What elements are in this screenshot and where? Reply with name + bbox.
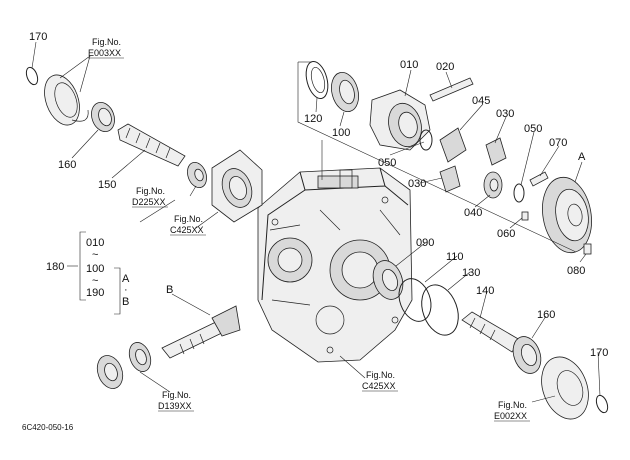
pin-070: [529, 171, 549, 187]
cover-e003: [44, 74, 89, 126]
fig-c425-upper-label: Fig.No.: [174, 214, 203, 224]
group-to: 190: [86, 287, 104, 299]
label-160-right: 160: [537, 309, 555, 321]
label-080: 080: [567, 265, 585, 277]
group-from: 010: [86, 237, 104, 249]
fig-d225-label: Fig.No.: [136, 186, 165, 196]
oring-110: [398, 278, 432, 322]
bevel-pinion-shaft-b: [161, 305, 241, 359]
bearing-090: [372, 260, 404, 300]
part-labels: 170 160 150 120 100 010 020 045 030 050 …: [29, 31, 608, 359]
gear-d225: [187, 162, 207, 188]
pin-020: [429, 77, 474, 102]
cover-e002: [541, 356, 589, 420]
gear-030-upper: [485, 137, 507, 166]
fig-e002-label: Fig.No.: [498, 400, 527, 410]
drawing-code: 6C420-050-16: [22, 423, 74, 432]
gear-030-lower: [439, 165, 461, 193]
fig-refs: Fig.No. E003XX Fig.No. D225XX Fig.No. C4…: [88, 37, 530, 422]
fig-c425-upper-code: C425XX: [170, 225, 204, 235]
label-050-right: 050: [524, 123, 542, 135]
label-020: 020: [436, 61, 454, 73]
shaft-140: [461, 311, 521, 353]
fig-e002-code: E002XX: [494, 411, 527, 421]
fig-e003-label: Fig.No.: [92, 37, 121, 47]
label-110: 110: [446, 251, 464, 263]
group-180: 180 010 ~ 100 ~ 190 A · B: [46, 237, 130, 308]
label-170-left: 170: [29, 31, 47, 43]
label-180: 180: [46, 261, 64, 273]
fig-d139-code: D139XX: [158, 401, 192, 411]
group-ref-a: A: [122, 273, 130, 285]
label-140: 140: [476, 285, 494, 297]
fig-c425-lower-label: Fig.No.: [366, 370, 395, 380]
fig-e003-code: E003XX: [88, 48, 121, 58]
label-130: 130: [462, 267, 480, 279]
bearing-holder-c425: [211, 149, 263, 223]
label-060: 060: [497, 228, 515, 240]
bolt-060: [521, 211, 529, 221]
label-ref-b-shaft: B: [166, 284, 173, 296]
bearing-d139: [96, 342, 152, 389]
label-ref-a-gear: A: [578, 151, 586, 163]
fig-d139-label: Fig.No.: [162, 390, 191, 400]
label-030-lower: 030: [408, 178, 426, 190]
label-045: 045: [472, 95, 490, 107]
group-ref-b: B: [122, 296, 129, 308]
fig-d225-code: D225XX: [132, 197, 166, 207]
label-150: 150: [98, 179, 116, 191]
bearing-100: [331, 71, 359, 113]
leader-lines: [31, 41, 601, 403]
fig-c425-lower-code: C425XX: [362, 381, 396, 391]
label-090: 090: [416, 237, 434, 249]
bolt-080: [583, 243, 592, 255]
gear-045: [439, 127, 467, 163]
label-120: 120: [304, 113, 322, 125]
label-100: 100: [332, 127, 350, 139]
label-040: 040: [464, 207, 482, 219]
bearing-160-right: [512, 336, 542, 374]
label-170-right: 170: [590, 347, 608, 359]
diff-case-010: [369, 89, 431, 151]
label-030-upper: 030: [496, 108, 514, 120]
label-070: 070: [549, 137, 567, 149]
seal-120: [305, 60, 329, 100]
snap-ring-170-left: [25, 66, 39, 86]
group-tilde-2: ~: [92, 275, 98, 287]
shaft-150: [117, 123, 186, 167]
gear-040: [483, 171, 503, 199]
oring-130: [421, 284, 459, 336]
bearing-160-left: [91, 102, 115, 132]
label-160-left: 160: [58, 159, 76, 171]
ring-gear-a: [542, 176, 592, 254]
washer-050-right: [513, 183, 525, 203]
label-050-left: 050: [378, 157, 396, 169]
group-dot: ·: [124, 284, 128, 296]
group-mid: 100: [86, 263, 104, 275]
snap-ring-170-right: [595, 394, 609, 414]
group-tilde: ~: [92, 249, 98, 261]
washer-050-upper: [419, 129, 433, 151]
label-010: 010: [400, 59, 418, 71]
